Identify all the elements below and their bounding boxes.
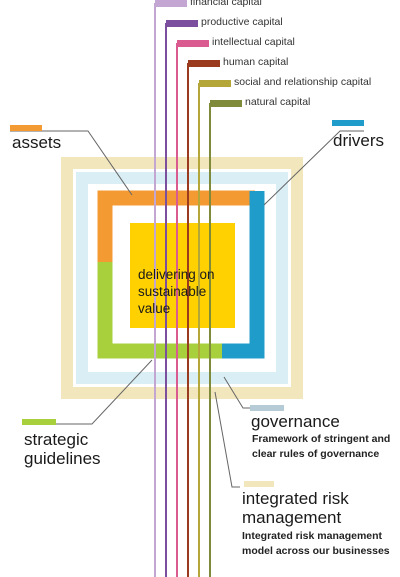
risk-description: Integrated risk management model across …	[242, 530, 390, 557]
drivers-leader	[263, 130, 364, 206]
assets-label: assets	[12, 133, 62, 152]
governance-leader	[223, 376, 250, 409]
strategic-bracket	[97, 262, 222, 359]
natural-capital-swatch	[210, 100, 242, 107]
governance-description: Framework of stringent and clear rules o…	[252, 433, 391, 460]
human-capital-swatch	[188, 60, 220, 67]
governance-frame	[76, 172, 288, 384]
capital-lines	[154, 3, 211, 577]
governance-swatch	[250, 405, 284, 411]
natural-capital-label: natural capital	[245, 96, 311, 108]
risk-swatch	[244, 481, 274, 487]
drivers-swatch	[332, 120, 364, 126]
productive-capital-swatch	[166, 20, 198, 27]
governance-label: governance	[251, 412, 340, 431]
financial-capital-swatch	[155, 0, 187, 7]
capital-swatches	[155, 0, 242, 107]
assets-bracket	[97, 190, 255, 262]
risk-leader	[214, 391, 240, 488]
drivers-bracket	[221, 191, 265, 359]
intellectual-capital-swatch	[177, 40, 209, 47]
assets-swatch	[10, 125, 42, 131]
productive-capital-label: productive capital	[201, 16, 283, 28]
social-and-relationship-capital-swatch	[199, 80, 231, 87]
strategic-label: strategic guidelines	[24, 430, 101, 468]
strategic-swatch	[22, 419, 56, 425]
drivers-label: drivers	[333, 131, 385, 150]
intellectual-capital-label: intellectual capital	[212, 36, 295, 48]
financial-capital-label: financial capital	[190, 0, 262, 8]
risk-frame	[61, 157, 303, 399]
center-box	[130, 223, 235, 328]
human-capital-label: human capital	[223, 56, 289, 68]
center-label: delivering on sustainable value	[138, 267, 215, 316]
social-and-relationship-capital-label: social and relationship capital	[234, 76, 372, 88]
risk-label: integrated risk management	[242, 489, 349, 527]
